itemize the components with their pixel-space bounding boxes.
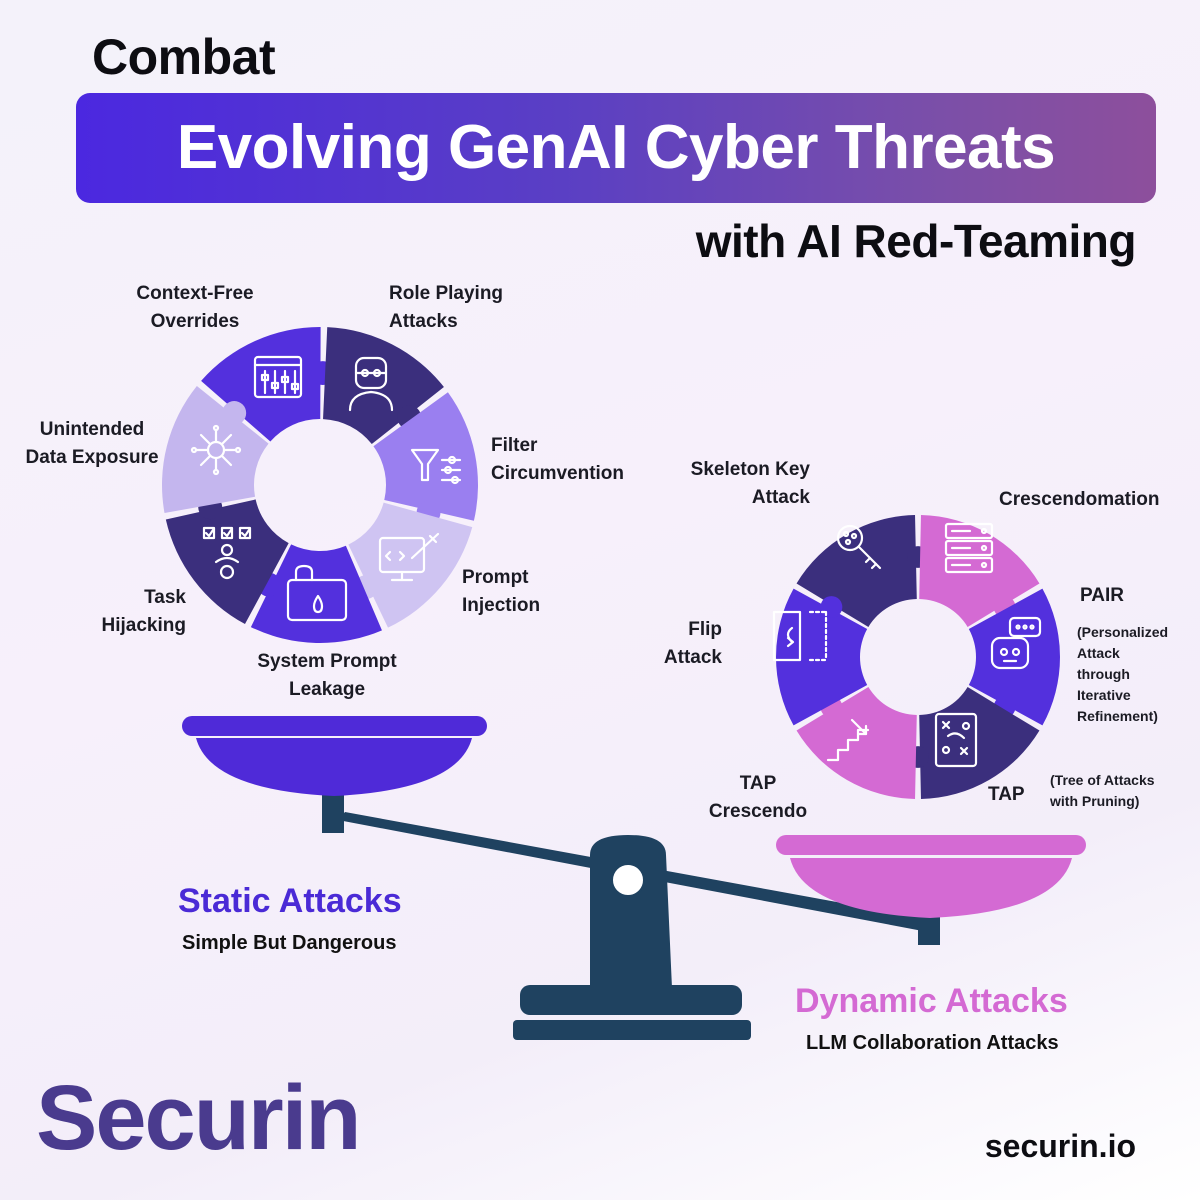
scale-base-plate <box>513 1020 751 1040</box>
dynamic-attacks-wheel <box>776 515 1060 799</box>
static-attacks-title: Static Attacks <box>178 882 402 920</box>
puzzle-knob <box>222 401 247 425</box>
scale-pivot-hole <box>612 864 644 896</box>
title-subline: with AI Red-Teaming <box>695 215 1137 267</box>
robot-chat-icon <box>990 616 1042 670</box>
label-unintended-data-exposure: Unintended Data Exposure <box>25 419 159 468</box>
scale-base-top <box>520 985 742 1015</box>
title-combat: Combat <box>92 29 276 85</box>
note-pair-definition: (Personalized Attack through Iterative R… <box>1077 624 1169 724</box>
funnel-filter-icon <box>410 448 462 485</box>
dynamic-attacks-title: Dynamic Attacks <box>795 982 1068 1020</box>
note-tap-definition: (Tree of Attacks with Pruning) <box>1050 772 1155 809</box>
wheel-segment-control-panel <box>201 326 321 442</box>
flip-door-icon <box>772 610 828 662</box>
stairs-arrow-icon <box>826 718 870 762</box>
control-panel-icon <box>253 355 303 399</box>
label-tap: TAP <box>988 784 1025 805</box>
label-skeleton-key-attack: Skeleton Key Attack <box>690 459 810 508</box>
website-link[interactable]: securin.io <box>984 1128 1136 1164</box>
puzzle-knob <box>820 596 843 618</box>
left-pan-bowl <box>196 738 472 796</box>
wheel-segment-funnel-filter <box>373 392 478 521</box>
wheel-segment-network-hub <box>162 385 269 514</box>
masked-person-icon <box>348 356 394 412</box>
server-stack-icon <box>944 522 994 574</box>
securin-logo: Securin <box>36 1067 361 1169</box>
key-icon <box>836 524 882 570</box>
label-context-free-overrides: Context-Free Overrides <box>136 283 254 332</box>
static-attacks-subtitle: Simple But Dangerous <box>182 932 397 954</box>
right-pan-bowl <box>790 858 1072 918</box>
label-prompt-injection: Prompt Injection <box>462 567 541 616</box>
wheel-segment-code-syringe <box>348 502 473 628</box>
code-syringe-icon <box>378 532 440 582</box>
static-attacks-wheel <box>162 326 478 644</box>
wheel-segment-lock-leak <box>250 544 382 644</box>
dynamic-attacks-subtitle: LLM Collaboration Attacks <box>806 1032 1059 1054</box>
label-flip-attack: Flip Attack <box>663 619 722 668</box>
label-task-hijacking: Task Hijacking <box>101 587 186 636</box>
strategy-board-icon <box>934 712 978 768</box>
label-system-prompt-leakage: System Prompt Leakage <box>257 651 397 700</box>
label-crescendomation: Crescendomation <box>999 489 1160 510</box>
label-filter-circumvention: Filter Circumvention <box>491 435 625 484</box>
wheel-segment-task-checklist <box>165 499 289 625</box>
page-title: Evolving GenAI Cyber Threats <box>176 113 1056 182</box>
title-banner <box>76 93 1156 203</box>
right-pan-rim <box>776 835 1086 855</box>
network-hub-icon <box>190 424 242 476</box>
wheel-segment-flip-door <box>776 588 868 726</box>
label-role-playing-attacks: Role Playing Attacks <box>389 283 504 332</box>
scale-pivot <box>590 835 672 988</box>
lock-leak-icon <box>286 564 348 622</box>
label-tap-crescendo: TAP Crescendo <box>708 773 808 822</box>
label-pair: PAIR <box>1080 585 1124 606</box>
wheel-segment-robot-chat <box>968 588 1060 726</box>
balance-scale <box>182 716 1086 1040</box>
left-pan-rim <box>182 716 487 736</box>
left-pan-hanger <box>322 795 344 833</box>
task-checklist-icon <box>202 526 252 580</box>
